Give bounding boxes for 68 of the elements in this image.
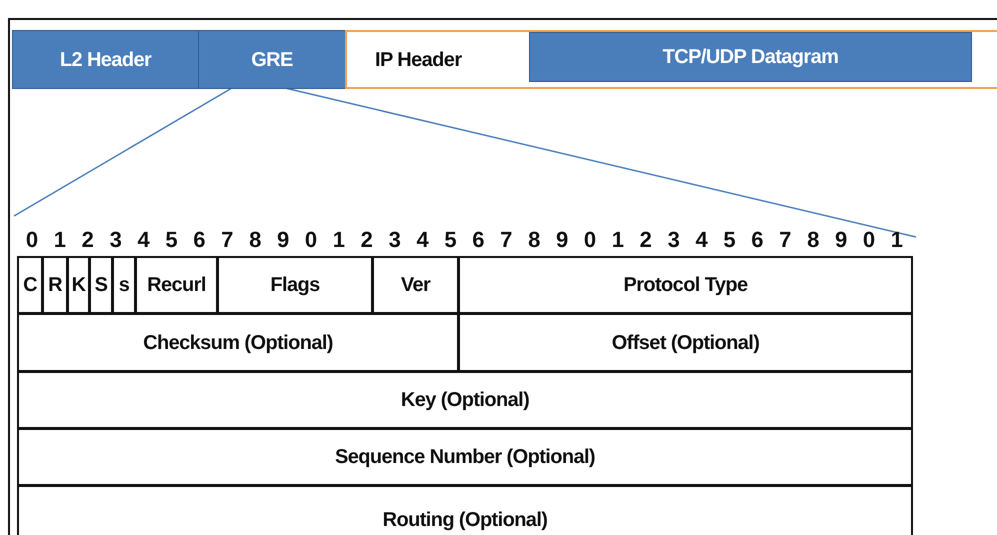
bit-number: 2 [360,229,373,251]
field-cell [458,313,913,372]
bit-number: 4 [695,229,708,251]
bit-number: 5 [723,229,736,251]
bit-number: 9 [276,229,290,251]
field-cell [67,256,90,314]
bit-number: 7 [500,229,512,251]
field-cell [17,428,913,486]
field-cell [17,371,913,429]
bit-number: 4 [137,229,150,251]
field-name: Ver [400,275,430,295]
field-cell [17,313,459,372]
bit-number: 9 [556,229,568,251]
bit-number: 6 [193,229,206,251]
bit-number: 3 [668,229,680,251]
field-cell [372,256,459,314]
field-name: Flags [270,275,320,295]
bit-number: 6 [472,229,485,251]
field-name: R [48,275,62,295]
field-name: TCP/UDP Datagram [662,47,838,67]
field-name: C [23,275,37,295]
bit-number: 1 [332,229,346,251]
field-name: Sequence Number (Optional) [335,447,595,467]
bit-number: 0 [26,229,38,251]
header-segment [198,30,346,89]
bit-number: 1 [612,229,624,251]
field-cell [112,256,136,314]
field-name: Recurl [147,275,206,295]
field-cell [42,256,68,314]
bit-number: 4 [416,229,429,251]
bit-number: 7 [221,229,234,251]
field-name: Key (Optional) [400,390,530,410]
field-name: Offset (Optional) [612,332,760,352]
bit-number: 8 [528,229,540,251]
bit-number: 0 [304,229,318,251]
field-name: s [118,275,130,295]
bit-number: 3 [110,229,122,251]
field-name: Checksum (Optional) [143,332,333,352]
bit-number: 7 [779,229,792,251]
bit-number: 8 [249,229,262,251]
field-name: IP Header [375,50,462,70]
bit-number: 3 [388,229,401,251]
bit-number: 6 [751,229,764,251]
field-cell [17,256,43,314]
bit-number: 5 [165,229,178,251]
bit-number: 9 [834,229,848,251]
bit-number: 5 [444,229,457,251]
bit-number: 2 [82,229,94,251]
field-cell [458,256,913,314]
field-cell [17,485,913,535]
field-name: Protocol Type [623,275,748,295]
header-segment [345,30,997,89]
bit-number: 1 [54,229,66,251]
header-segment [12,30,199,89]
header-segment [529,32,972,82]
bit-number: 0 [584,229,596,251]
field-name: K [72,275,86,295]
bit-number: 0 [862,229,876,251]
field-name: Routing (Optional) [382,510,548,530]
field-name: GRE [251,50,293,70]
field-cell [89,256,113,314]
field-cell [217,256,373,314]
field-name: L2 Header [60,50,152,70]
bit-number: 2 [640,229,652,251]
bit-number: 8 [807,229,820,251]
field-cell [135,256,218,314]
field-name: S [94,275,108,295]
bit-number: 1 [890,229,904,251]
